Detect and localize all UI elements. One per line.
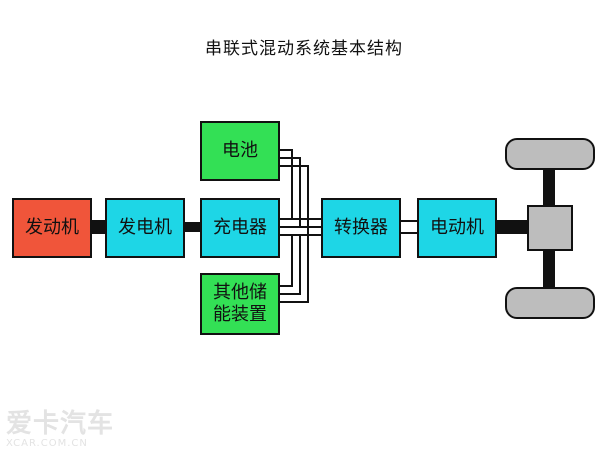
battery-wires (278, 149, 309, 235)
motor-box: 电动机 (417, 198, 497, 258)
generator-box: 发电机 (105, 198, 185, 258)
watermark-url: XCAR.COM.CN (6, 438, 88, 449)
wheel-bottom (505, 287, 595, 319)
diagram-title: 串联式混动系统基本结构 (205, 39, 403, 59)
generator-label: 发电机 (118, 217, 172, 238)
converter-motor-wires (399, 220, 418, 234)
battery-label: 电池 (222, 140, 258, 161)
engine-box: 发动机 (12, 198, 92, 258)
drive-shaft (497, 220, 529, 234)
charger-label: 充电器 (213, 217, 267, 238)
storage-wires (278, 235, 309, 303)
storage-box: 其他储能装置 (200, 273, 280, 335)
watermark-logo: 爱卡汽车 XCAR.COM.CN (6, 410, 114, 449)
converter-label: 转换器 (334, 217, 388, 238)
battery-box: 电池 (200, 121, 280, 181)
wheel-top (505, 138, 595, 170)
watermark-brand: 爱卡汽车 (6, 409, 115, 439)
generator-charger-link (183, 222, 201, 232)
engine-label: 发动机 (25, 217, 79, 238)
converter-box: 转换器 (321, 198, 401, 258)
storage-label: 其他储能装置 (213, 282, 267, 325)
engine-shaft (92, 220, 106, 234)
differential-box (527, 205, 573, 251)
motor-label: 电动机 (430, 217, 484, 238)
charger-box: 充电器 (200, 198, 280, 258)
